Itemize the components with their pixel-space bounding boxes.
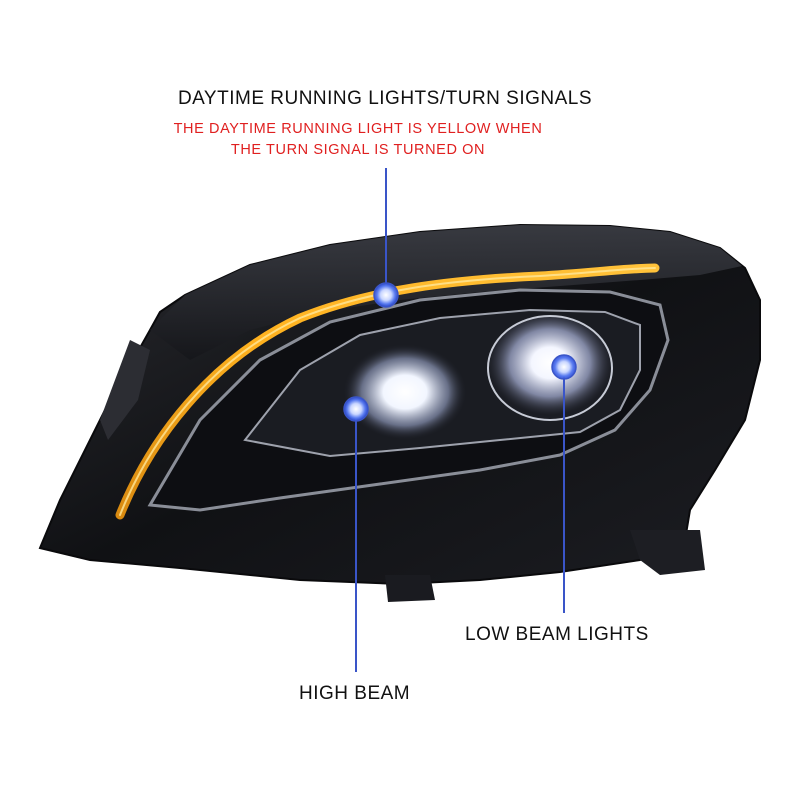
high-beam-label: HIGH BEAM (299, 683, 411, 704)
drl-strip-highlight (119, 267, 656, 516)
high-beam-callout-dot (343, 396, 369, 422)
lens-upper-surface (150, 225, 742, 360)
low-beam-label: LOW BEAM LIGHTS (465, 624, 649, 645)
drl-note-line2: THE TURN SIGNAL IS TURNED ON (230, 142, 486, 158)
high-beam-lamp (343, 344, 467, 440)
bottom-mount-right (630, 530, 705, 575)
bottom-mount-left (385, 575, 435, 602)
housing-side-mount (100, 340, 150, 440)
drl-note-line1: THE DAYTIME RUNNING LIGHT IS YELLOW WHEN (173, 121, 543, 137)
drl-title: DAYTIME RUNNING LIGHTS/TURN SIGNALS (177, 88, 593, 109)
low-beam-callout-dot (551, 354, 577, 380)
drl-callout-dot (373, 282, 399, 308)
low-beam-projector (487, 315, 613, 421)
